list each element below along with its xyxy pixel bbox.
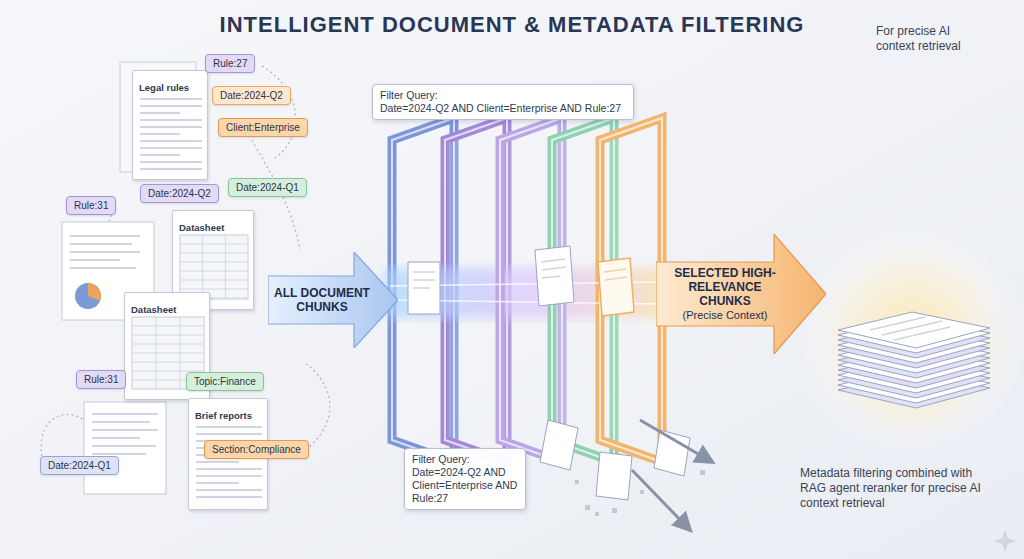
- text-line: [140, 105, 202, 107]
- selected-stack: [797, 225, 1024, 455]
- caption: Metadata filtering combined with RAG age…: [800, 466, 996, 511]
- node-text: Rule:31: [84, 374, 118, 385]
- flow-arrow: SELECTED HIGH-RELEVANCE CHUNKS(Precise C…: [656, 234, 826, 354]
- text-line: [140, 154, 180, 156]
- metadata-tag: Rule:27: [205, 54, 255, 73]
- table-row: [132, 353, 204, 354]
- table-row: [132, 326, 204, 327]
- filter-query-box: Filter Query:Date=2024-Q2 AND Client=Ent…: [404, 448, 526, 510]
- text-line: [140, 98, 202, 100]
- metadata-tag: Date:2024-Q1: [228, 178, 307, 197]
- node-text: Legal rules: [139, 82, 189, 93]
- metadata-tag: Rule:31: [66, 196, 116, 215]
- metadata-tag: Date:2024-Q2: [140, 184, 219, 203]
- text-line: [196, 461, 239, 463]
- metadata-tag: Rule:31: [76, 370, 126, 389]
- text-line: [140, 119, 202, 121]
- node-text: (Precise Context): [683, 308, 768, 322]
- node-text: SELECTED HIGH-RELEVANCE CHUNKS: [662, 266, 788, 308]
- arrow-body: [656, 234, 826, 354]
- node-text: Date=2024-Q2 AND Client=Enterprise AND R…: [380, 102, 626, 115]
- sparkle: [994, 530, 1016, 552]
- title: INTELLIGENT DOCUMENT & METADATA FILTERIN…: [0, 12, 1024, 38]
- table-row: [180, 244, 248, 245]
- text-line: [196, 433, 262, 435]
- node-text: Client:Enterprise: [226, 122, 300, 133]
- table-row: [132, 362, 204, 363]
- node-text: Date:2024-Q1: [236, 182, 299, 193]
- node-text: Datasheet: [131, 304, 176, 315]
- metadata-tag: Topic:Finance: [186, 372, 264, 391]
- node-text: Rule:27: [213, 58, 247, 69]
- table-row: [132, 344, 204, 345]
- filter-query-box: Filter Query:Date=2024-Q2 AND Client=Ent…: [372, 84, 634, 120]
- text-page: [84, 402, 166, 494]
- node-text: Brief reports: [195, 410, 252, 421]
- text-line: [140, 168, 202, 170]
- table-column: [180, 317, 181, 389]
- table-row: [180, 280, 248, 281]
- metadata-tag: Section:Compliance: [204, 440, 309, 459]
- node-text: ALL DOCUMENT CHUNKS: [270, 286, 374, 314]
- node-text: Topic:Finance: [194, 376, 256, 387]
- metadata-tag: Client:Enterprise: [218, 118, 308, 137]
- text-line: [196, 426, 262, 428]
- table-row: [132, 335, 204, 336]
- node-text: Date=2024-Q2 AND Client=Enterprise AND R…: [412, 466, 518, 505]
- text-line: [196, 489, 262, 491]
- filter-frames: [385, 118, 680, 462]
- arrow-body: [268, 252, 398, 348]
- note-label: For precise AI context retrieval: [876, 24, 988, 54]
- text-line: [196, 482, 239, 484]
- node-text: Rule:31: [74, 200, 108, 211]
- text-line: [140, 112, 180, 114]
- flow-arrow: ALL DOCUMENT CHUNKS: [268, 252, 398, 348]
- metadata-tag: Date:2024-Q1: [40, 456, 119, 475]
- text-line: [196, 475, 262, 477]
- metadata-tag: Date:2024-Q2: [212, 86, 291, 105]
- text-line: [140, 147, 202, 149]
- query-heading: Filter Query:: [412, 453, 518, 466]
- node-text: Date:2024-Q2: [148, 188, 211, 199]
- table-column: [156, 317, 157, 389]
- table-grid: [180, 235, 248, 299]
- table-row: [180, 271, 248, 272]
- text-line: [140, 161, 202, 163]
- text-line: [140, 133, 180, 135]
- node-text: Datasheet: [179, 222, 224, 233]
- node-text: Date:2024-Q1: [48, 460, 111, 471]
- table-row: [180, 253, 248, 254]
- table-column: [225, 235, 226, 299]
- node-text: Date:2024-Q2: [220, 90, 283, 101]
- table-row: [180, 289, 248, 290]
- text-line: [140, 126, 202, 128]
- text-line: [196, 496, 262, 498]
- beam-pages: [408, 246, 634, 316]
- document-page: Legal rules: [132, 70, 208, 180]
- node-text: Section:Compliance: [212, 444, 301, 455]
- table-row: [180, 262, 248, 263]
- query-heading: Filter Query:: [380, 89, 626, 102]
- table-column: [202, 235, 203, 299]
- text-line: [196, 468, 262, 470]
- rejected-pages: [540, 420, 712, 530]
- text-line: [140, 140, 202, 142]
